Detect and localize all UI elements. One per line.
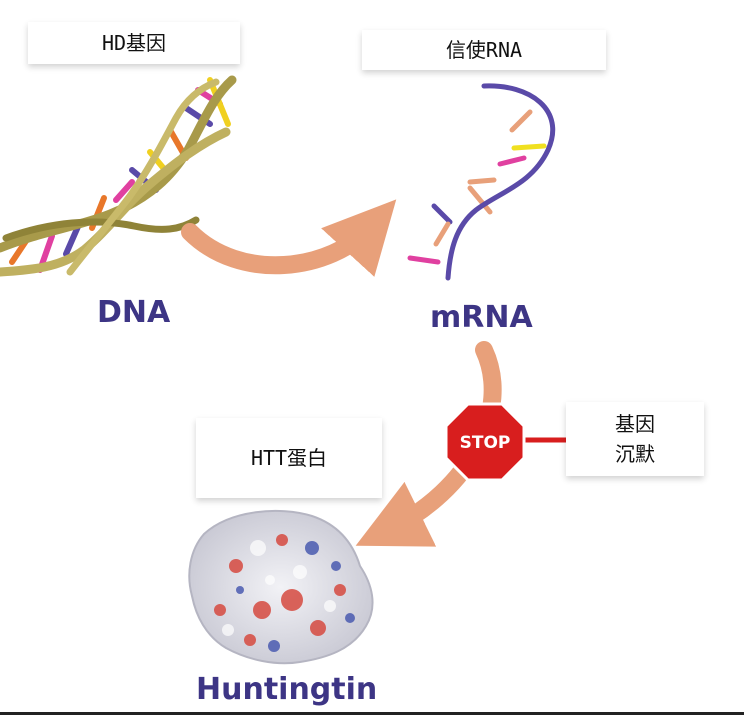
arrow-dna-to-mrna: [181, 199, 397, 277]
huntingtin-label: Huntingtin: [196, 672, 378, 707]
gene-silencing-text-line1: 基因: [615, 412, 655, 436]
htt-protein-text: HTT蛋白: [250, 446, 328, 470]
mrna-label: mRNA: [430, 300, 533, 335]
stop-sign: STOP: [444, 402, 526, 482]
gene-silencing-label: 基因 沉默: [566, 402, 704, 476]
htt-protein-label: HTT蛋白: [196, 418, 382, 498]
dna-label: DNA: [97, 295, 171, 330]
hd-gene-text: HD基因: [101, 31, 167, 55]
dna-helix-graphic: [0, 75, 237, 277]
stop-sign-text: STOP: [460, 433, 511, 453]
huntingtin-protein-graphic: [188, 509, 374, 665]
bottom-border: [0, 712, 744, 715]
mrna-strand-graphic: [407, 83, 556, 281]
gene-silencing-text-line2: 沉默: [615, 442, 655, 466]
messenger-rna-text: 信使RNA: [445, 38, 523, 62]
messenger-rna-label: 信使RNA: [362, 30, 606, 70]
hd-gene-label: HD基因: [28, 22, 240, 64]
